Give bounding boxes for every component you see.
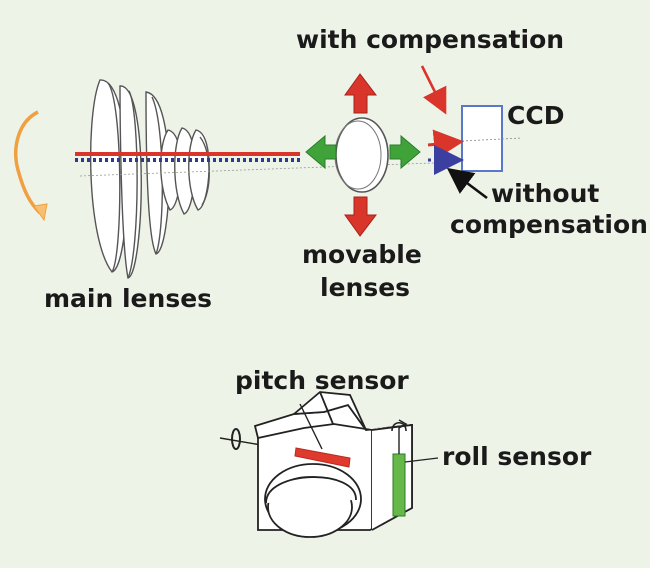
movable-lenses-label-line2: lenses xyxy=(320,273,410,302)
movable-lens xyxy=(334,117,389,193)
main-lenses-group xyxy=(89,79,210,279)
ccd-sensor xyxy=(461,105,523,172)
red-up-arrow-icon xyxy=(344,73,378,114)
with-compensation-label: with compensation xyxy=(296,25,564,54)
ccd-label: CCD xyxy=(507,101,564,130)
main-lenses-label: main lenses xyxy=(44,284,212,313)
green-left-arrow-icon xyxy=(305,134,337,170)
without-compensation-label-line2: compensation xyxy=(450,210,648,239)
curved-rotation-arrow-icon xyxy=(14,110,48,222)
horizontal-movement-arrows xyxy=(305,134,421,170)
compensation-arrows xyxy=(420,65,488,200)
green-right-arrow-icon xyxy=(389,134,421,170)
optical-axis xyxy=(75,152,461,177)
vertical-movement-arrows xyxy=(344,73,378,237)
movable-lenses-label-line1: movable xyxy=(302,240,422,269)
without-compensation-label-line1: without xyxy=(491,179,599,208)
pitch-sensor-label: pitch sensor xyxy=(235,366,409,395)
roll-sensor-label: roll sensor xyxy=(442,442,592,471)
camera-icon xyxy=(219,391,439,538)
red-down-arrow-icon xyxy=(344,196,378,237)
